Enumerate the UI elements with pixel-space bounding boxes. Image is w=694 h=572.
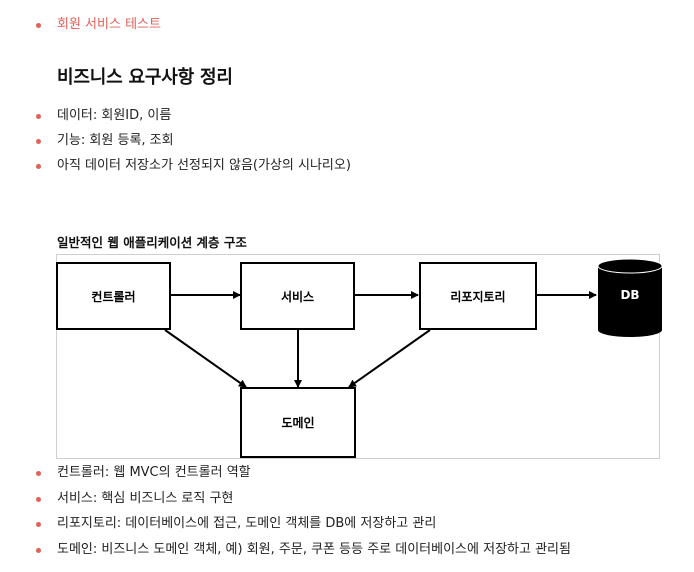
bullet-icon <box>36 521 41 527</box>
section-heading: 비즈니스 요구사항 정리 <box>57 67 233 88</box>
bullet-icon <box>36 547 41 553</box>
repository-box: 리포지토리 <box>419 262 537 330</box>
list-item-text: 아직 데이터 저장소가 선정되지 않음(가상의 시나리오) <box>57 158 351 173</box>
list-item-text: 기능: 회원 등록, 조회 <box>57 133 174 148</box>
db-label: DB <box>620 288 640 302</box>
list-item: 아직 데이터 저장소가 선정되지 않음(가상의 시나리오) <box>36 157 351 175</box>
list-item-top: 회원 서비스 테스트 <box>36 16 161 34</box>
list-item-text: 리포지토리: 데이터베이스에 접근, 도메인 객체를 DB에 저장하고 관리 <box>57 516 437 531</box>
arrow-controller-domain <box>164 329 247 388</box>
bullet-icon <box>36 163 41 169</box>
controller-label: 컨트롤러 <box>91 289 136 304</box>
bullet-icon <box>36 138 41 144</box>
bullet-icon <box>36 496 41 502</box>
list-item: 도메인: 비즈니스 도메인 객체, 예) 회원, 주문, 쿠폰 등등 주로 데이… <box>36 541 571 559</box>
db-cylinder-icon <box>597 258 663 337</box>
diagram-frame <box>56 254 660 459</box>
list-item: 서비스: 핵심 비즈니스 로직 구현 <box>36 490 233 508</box>
diagram-title: 일반적인 웹 애플리케이션 계층 구조 <box>57 235 247 250</box>
domain-label: 도메인 <box>281 416 315 430</box>
list-item: 컨트롤러: 웹 MVC의 컨트롤러 역할 <box>36 464 251 482</box>
repository-label: 리포지토리 <box>450 289 506 304</box>
list-item: 리포지토리: 데이터베이스에 접근, 도메인 객체를 DB에 저장하고 관리 <box>36 515 436 533</box>
service-label: 서비스 <box>280 289 315 304</box>
list-item-text: 서비스: 핵심 비즈니스 로직 구현 <box>57 491 234 506</box>
service-box: 서비스 <box>240 262 355 330</box>
bullet-icon <box>36 22 41 28</box>
list-item-text: 도메인: 비즈니스 도메인 객체, 예) 회원, 주문, 쿠폰 등등 주로 데이… <box>57 542 571 557</box>
list-item: 기능: 회원 등록, 조회 <box>36 132 174 150</box>
list-item-text: 데이터: 회원ID, 이름 <box>57 108 172 123</box>
list-item-text: 회원 서비스 테스트 <box>57 17 161 32</box>
domain-box: 도메인 <box>240 387 356 458</box>
list-item-text: 컨트롤러: 웹 MVC의 컨트롤러 역할 <box>57 465 251 480</box>
controller-box: 컨트롤러 <box>56 262 171 330</box>
bullet-icon <box>36 470 41 476</box>
bullet-icon <box>36 113 41 119</box>
arrow-repository-domain <box>348 329 431 388</box>
list-item: 데이터: 회원ID, 이름 <box>36 107 171 125</box>
